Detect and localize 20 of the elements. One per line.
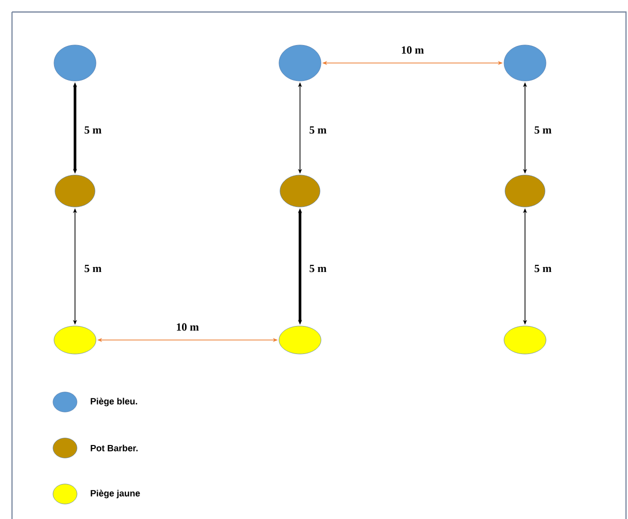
edge-label: 5 m <box>533 264 553 274</box>
legend-label: Piège bleu. <box>90 398 138 406</box>
edge-label: 5 m <box>308 264 328 274</box>
trap-circle <box>504 44 546 82</box>
edge-label: 5 m <box>533 125 553 135</box>
trap-circle <box>54 174 96 208</box>
legend-label: Piège jaune <box>90 490 140 498</box>
trap-circle <box>54 44 96 82</box>
trap-circle <box>504 174 546 208</box>
edge-label: 10 m <box>400 45 425 55</box>
edge-label: 5 m <box>83 125 103 135</box>
trap-circle <box>54 326 96 354</box>
edge-label: 5 m <box>83 264 103 274</box>
legend-label: Pot Barber. <box>90 444 138 452</box>
trap-circle <box>278 326 322 354</box>
edge-label: 5 m <box>308 125 328 135</box>
trap-circle <box>504 326 546 354</box>
trap-circle <box>280 174 320 208</box>
trap-circle <box>278 44 322 82</box>
edge-label: 10 m <box>175 322 200 332</box>
